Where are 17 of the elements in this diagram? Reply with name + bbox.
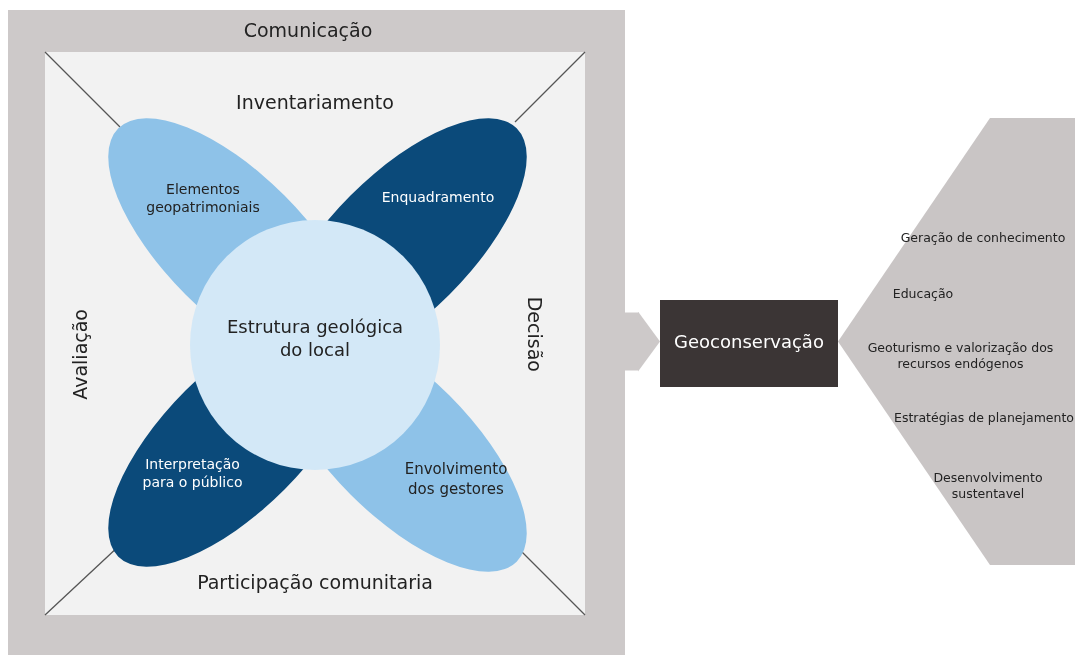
- petal-label: Elementos geopatrimoniais: [145, 180, 261, 217]
- petal-label: Interpretação para o público: [141, 455, 244, 492]
- side-label: Decisão: [523, 295, 548, 374]
- chevron-arrow: [625, 311, 660, 372]
- petal-label: Envolvimento dos gestores: [403, 460, 509, 499]
- side-label: Participação comunitaria: [196, 570, 434, 595]
- list-item: Geração de conhecimento: [899, 230, 1067, 247]
- list-item: Desenvolvimento sustentavel: [932, 470, 1044, 503]
- side-label: Inventariamento: [235, 90, 395, 115]
- petal-label: Enquadramento: [380, 188, 496, 207]
- list-item: Educação: [891, 286, 955, 303]
- list-item: Estratégias de planejamento: [893, 410, 1075, 427]
- list-item: Geoturismo e valorização dos recursos endógenos: [866, 340, 1055, 373]
- circle-label: Estrutura geológica do local: [225, 315, 405, 362]
- box-label: Geoconservação: [673, 330, 825, 354]
- side-label: Avaliação: [67, 308, 92, 402]
- frame-title: Comunicação: [242, 18, 374, 43]
